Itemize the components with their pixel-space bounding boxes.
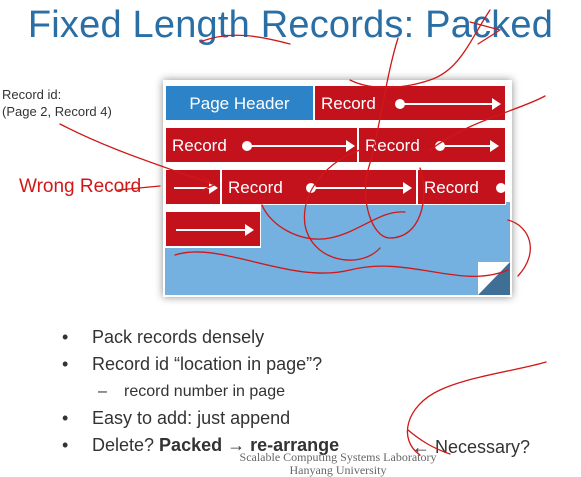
page-fold-corner	[478, 262, 510, 295]
record-block-7-tail	[165, 211, 261, 247]
record-label: Record	[424, 178, 479, 197]
page-header-label: Page Header	[189, 94, 290, 113]
record-block-6: Record	[417, 169, 506, 205]
record-id-value: (Page 2, Record 4)	[2, 104, 112, 119]
pointer-arrow-icon	[176, 224, 254, 236]
pointer-arrow-icon	[242, 140, 355, 152]
pointer-arrow-icon	[306, 182, 412, 194]
record-id-label: Record id:	[2, 87, 62, 102]
record-label: Record	[228, 178, 283, 197]
record-block-2: Record	[165, 127, 358, 163]
page-header-block: Page Header	[165, 85, 314, 121]
pointer-arrow-icon	[395, 98, 501, 110]
record-block-4-tail	[165, 169, 221, 205]
wrong-record-annotation: Wrong Record	[19, 176, 142, 197]
pointer-arrow-icon	[496, 183, 506, 193]
record-block-1: Record	[314, 85, 506, 121]
record-block-5: Record	[221, 169, 417, 205]
slide-title: Fixed Length Records: Packed	[27, 4, 554, 46]
record-label: Record	[321, 94, 376, 113]
pointer-arrow-icon	[174, 182, 218, 194]
record-block-3: Record	[358, 127, 506, 163]
watermark: Scalable Computing Systems Laboratory Ha…	[239, 450, 437, 477]
record-label: Record	[365, 136, 420, 155]
record-label: Record	[172, 136, 227, 155]
record-id-note: Record id: (Page 2, Record 4)	[2, 86, 112, 120]
pointer-arrow-icon	[435, 140, 499, 152]
